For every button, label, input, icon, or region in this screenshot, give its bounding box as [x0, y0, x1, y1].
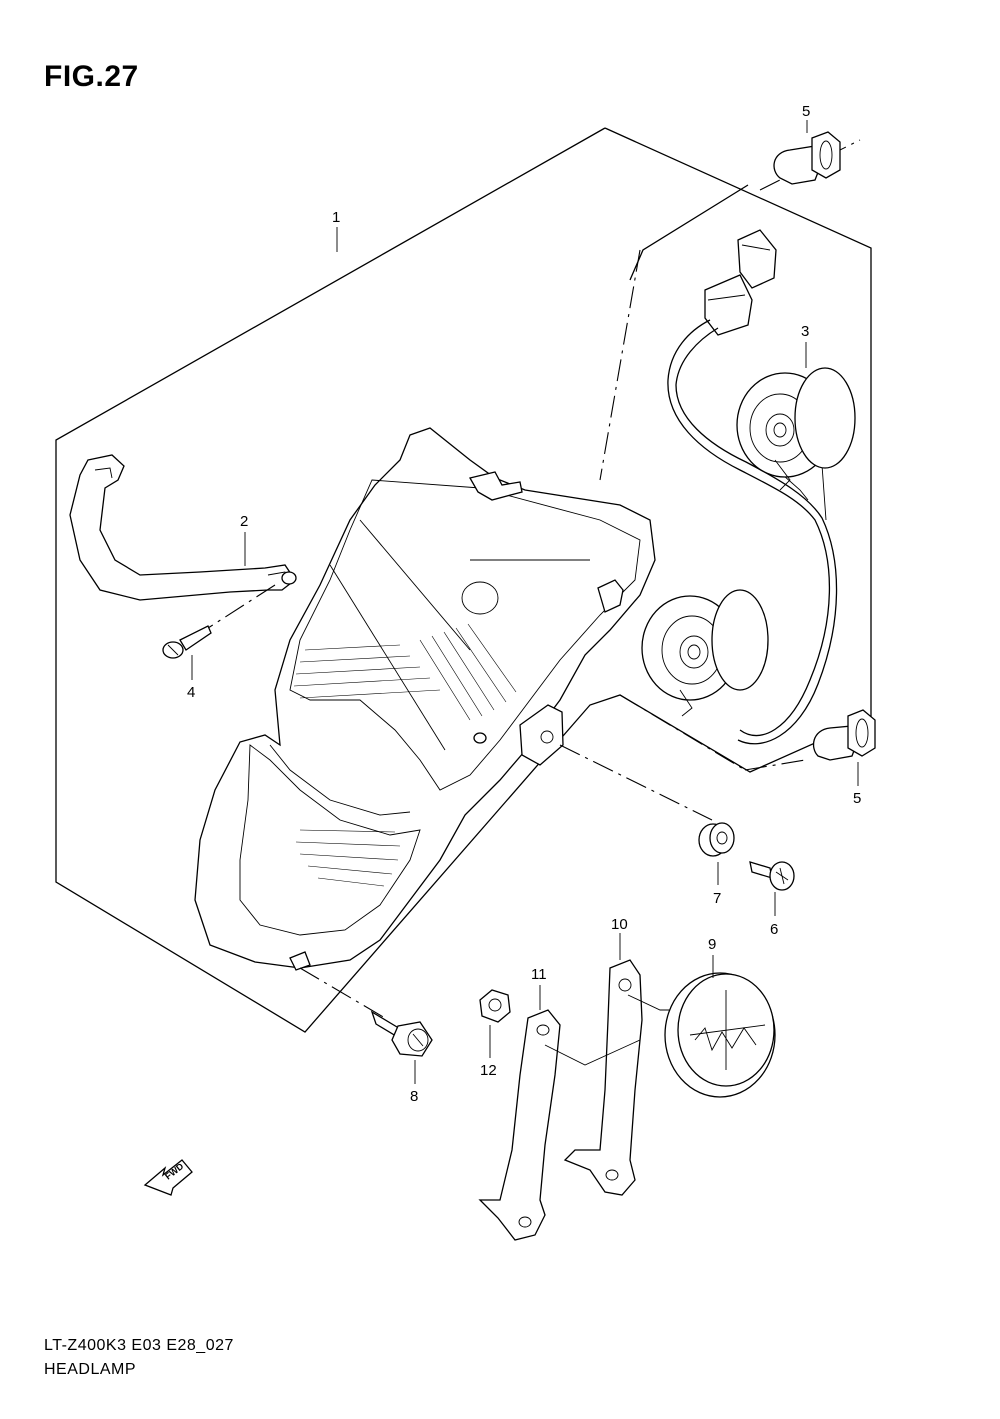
bolt-8: [370, 1010, 433, 1057]
callout-2: 2: [240, 513, 248, 530]
axis-7: [559, 744, 713, 821]
section-name: HEADLAMP: [44, 1361, 137, 1378]
axis-connector: [599, 249, 641, 481]
axis-5b: [619, 694, 746, 771]
callout-9: 9: [708, 936, 716, 953]
axis-8: [299, 967, 386, 1019]
bracket-11: [478, 1009, 561, 1241]
bracket-10: [563, 959, 643, 1196]
socket-upper: [736, 367, 856, 491]
nut-12: [479, 989, 511, 1023]
screw-6: [749, 861, 795, 891]
callout-3: 3: [801, 323, 809, 340]
headlamp-housing: [194, 427, 656, 971]
assembly-outline: [55, 127, 872, 1033]
inner-bracket-outline: [629, 184, 749, 281]
socket-lower: [641, 589, 769, 717]
callout-5a: 5: [802, 103, 810, 120]
callout-7: 7: [713, 890, 721, 907]
callout-11: 11: [531, 966, 547, 983]
callout-5b: 5: [853, 790, 861, 807]
callout-4: 4: [187, 684, 195, 701]
callout-6: 6: [770, 921, 778, 938]
callout-10: 10: [611, 916, 628, 933]
screw-4: [162, 625, 212, 659]
bulb-5-lower: [812, 709, 876, 761]
model-code: LT-Z400K3 E03 E28_027: [44, 1337, 234, 1354]
grommet-7: [698, 822, 735, 857]
reflector-9: [664, 972, 776, 1098]
callout-12: 12: [480, 1062, 497, 1079]
axis-4: [204, 584, 276, 631]
link-11-10: [544, 1039, 641, 1066]
fwd-arrow: FWD: [143, 1159, 193, 1196]
wiring-harness: [667, 229, 838, 745]
callout-1: 1: [332, 209, 340, 226]
mounting-stay: [69, 454, 297, 601]
axis-5b-extend: [744, 759, 806, 771]
callout-8: 8: [410, 1088, 418, 1105]
bulb-5-upper: [773, 131, 841, 185]
figure-title: FIG.27: [44, 60, 139, 93]
